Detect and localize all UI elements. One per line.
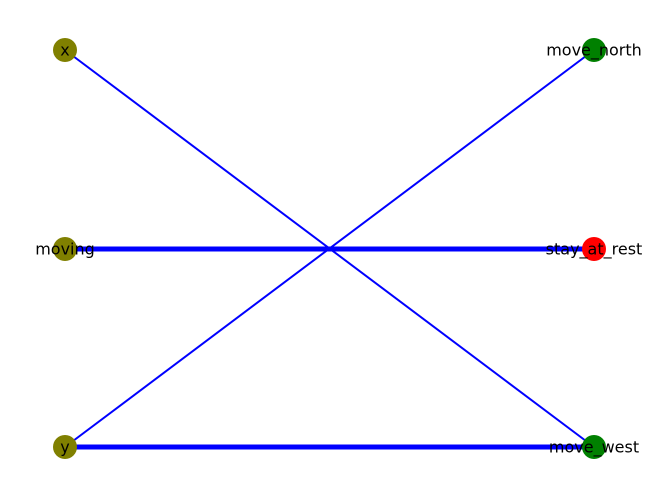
node-moving [53,237,77,261]
node-label-x: x [60,41,69,60]
labels-layer: x moving y move_north stay_at_rest move_west [35,41,642,458]
node-y [53,435,77,459]
nodes-layer [53,38,606,459]
node-label-move_west: move_west [549,438,639,458]
node-move_north [582,38,606,62]
node-label-y: y [60,438,69,457]
node-label-move_north: move_north [546,41,642,61]
node-label-stay_at_rest: stay_at_rest [546,240,643,260]
node-stay_at_rest [582,237,606,261]
edges-layer [64,49,595,450]
node-x [53,38,77,62]
node-label-moving: moving [35,240,95,259]
node-move_west [582,435,606,459]
